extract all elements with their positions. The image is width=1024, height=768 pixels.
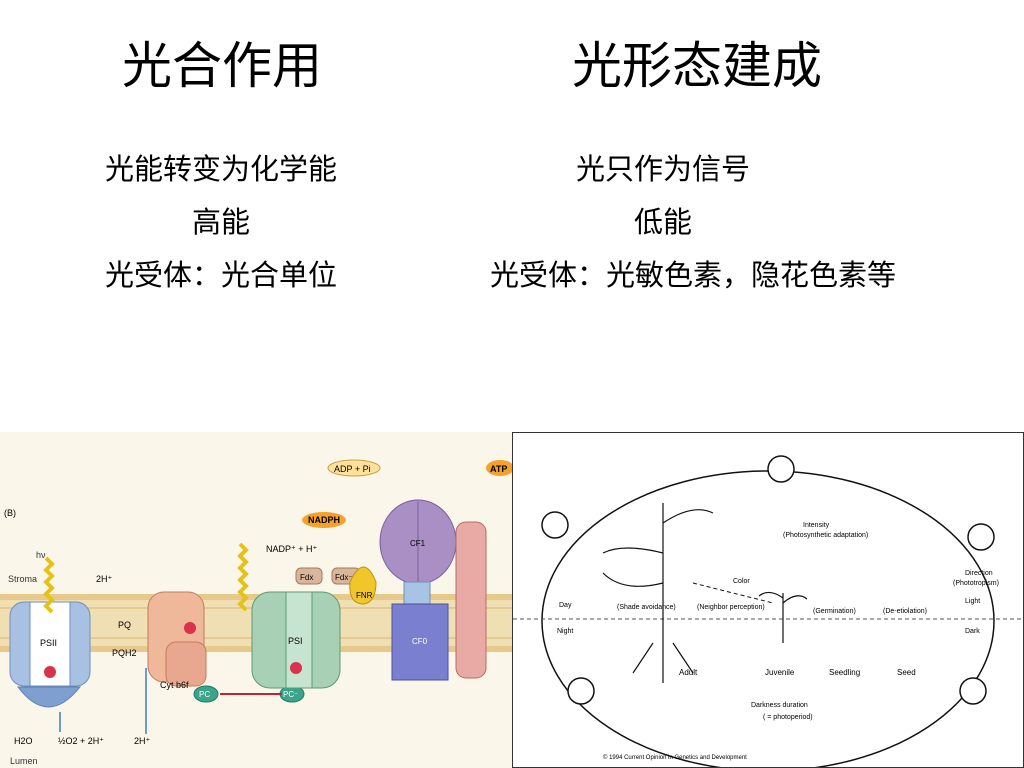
- copyright-text: © 1994 Current Opinion in Genetics and D…: [603, 754, 747, 761]
- stage-juvenile: Juvenile: [765, 668, 795, 677]
- stroma-label: Stroma: [8, 574, 37, 584]
- nadp-label: NADP⁺ + H⁺: [266, 544, 318, 554]
- lumen-label: Lumen: [10, 756, 38, 766]
- left-line-3: 光受体：光合单位: [105, 258, 338, 292]
- right-title: 光形态建成: [572, 37, 822, 95]
- pc-minus-label: PC⁻: [283, 690, 298, 699]
- color-label: Color: [733, 578, 750, 585]
- left-line-1: 光能转变为化学能: [105, 152, 338, 186]
- direction-label: Direction: [965, 570, 993, 577]
- psii-label: PSII: [40, 638, 57, 648]
- right-line-3: 光受体：光敏色素，隐花色素等: [490, 258, 897, 292]
- darkness-sub-label: ( = photoperiod): [763, 714, 813, 721]
- pc-label: PC: [199, 690, 210, 699]
- fdx-label: Fdx: [300, 573, 313, 582]
- nadph-label: NADPH: [308, 515, 340, 525]
- psi-complex: PSI: [251, 591, 341, 689]
- sun-icon: [541, 511, 569, 539]
- adp-label: ADP + Pi: [334, 464, 371, 474]
- day-label: Day: [559, 602, 572, 609]
- cyt-label: Cyt b6f: [160, 680, 189, 690]
- oxygen-label: ½O2 + 2H⁺: [58, 736, 104, 746]
- deetiolation-label: (De-etiolation): [883, 608, 927, 615]
- light-label: Light: [965, 598, 980, 605]
- cf1-label: CF1: [410, 539, 426, 548]
- plant-illustration: [602, 503, 808, 683]
- darkness-label: Darkness duration: [751, 702, 808, 709]
- pqh2-label: PQH2: [112, 648, 137, 658]
- neighbor-label: (Neighbor perception): [697, 604, 765, 611]
- stroma-proton-label: 2H⁺: [96, 574, 113, 584]
- water-label: H2O: [14, 736, 33, 746]
- photosynthesis-diagram: (B) Stroma Lumen PSII hν 2H⁺ PQ PQH2 Cyt…: [0, 432, 512, 768]
- sun-icon: [567, 677, 595, 705]
- hv-label: hν: [36, 550, 46, 560]
- psii-complex: PSII: [9, 601, 91, 708]
- fnr-label: FNR: [356, 591, 373, 600]
- atp-label: ATP: [490, 464, 507, 474]
- cf0-label: CF0: [412, 637, 428, 646]
- pq-label: PQ: [118, 620, 131, 630]
- psi-label: PSI: [288, 636, 303, 646]
- shade-label: (Shade avoidance): [617, 604, 676, 611]
- light-wave-psii: [43, 556, 55, 614]
- stage-adult: Adult: [679, 668, 698, 677]
- left-line-2: 高能: [192, 205, 251, 239]
- photomorphogenesis-diagram: Intensity (Photosynthetic adaptation) Di…: [512, 432, 1024, 768]
- panel-label: (B): [4, 508, 16, 518]
- sun-icon: [959, 677, 987, 705]
- cyt-b6f-complex: Cyt b6f: [147, 591, 207, 690]
- intensity-label: Intensity: [803, 522, 830, 529]
- night-label: Night: [557, 628, 573, 635]
- lumen-proton-label: 2H⁺: [134, 736, 151, 746]
- direction-sub-label: (Phototropism): [953, 580, 999, 587]
- sun-icon: [967, 523, 995, 551]
- sun-icon: [767, 455, 795, 483]
- fdx-minus-label: Fdx⁻: [335, 573, 353, 582]
- left-title: 光合作用: [122, 37, 322, 95]
- dark-label: Dark: [965, 628, 980, 635]
- right-line-1: 光只作为信号: [576, 152, 751, 186]
- stage-seed: Seed: [897, 668, 916, 677]
- stage-seedling: Seedling: [829, 668, 860, 677]
- light-wave-psi: [237, 542, 249, 612]
- germination-label: (Germination): [813, 608, 856, 615]
- atp-synthase: CF1 CF0: [379, 499, 487, 681]
- intensity-sub-label: (Photosynthetic adaptation): [783, 532, 868, 539]
- right-line-2: 低能: [634, 205, 693, 239]
